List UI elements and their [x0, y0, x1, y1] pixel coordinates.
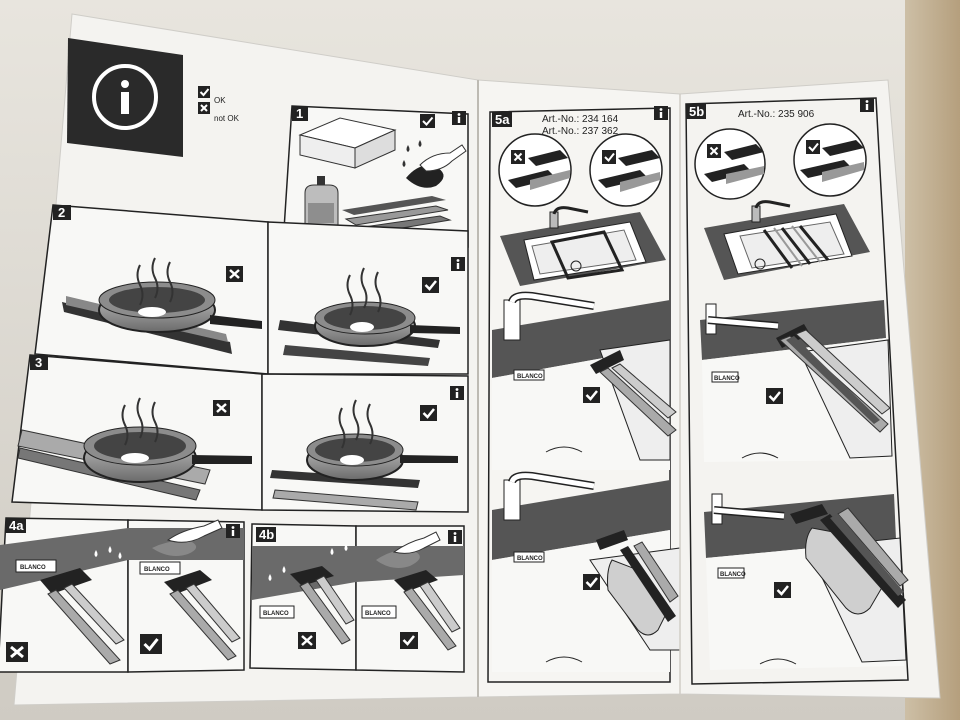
panel-step-3: 3 — [11, 354, 469, 513]
check-icon — [806, 140, 820, 154]
brand-badge: BLANCO — [717, 567, 746, 579]
compatibility-circle-wrong — [694, 128, 766, 200]
legend: OK not OK — [198, 86, 240, 123]
check-icon — [602, 150, 616, 164]
hand-wiping-illustration — [376, 531, 441, 568]
brand-badge: BLANCO — [711, 371, 740, 383]
rail-mount-view-4: BLANCO — [704, 493, 909, 670]
compatibility-circle-correct — [589, 133, 663, 207]
water-drops-illustration — [94, 546, 122, 559]
hot-pan-on-rails-wrong-illustration — [62, 257, 262, 354]
legend-ok: OK — [214, 96, 226, 105]
check-icon — [198, 86, 210, 98]
info-icon — [226, 524, 240, 538]
rail-holder-illustration — [290, 566, 355, 645]
cross-icon — [213, 400, 230, 416]
svg-text:BLANCO: BLANCO — [20, 565, 46, 571]
brand-badge: BLANCO — [259, 605, 295, 619]
rail-mount-view-2: BLANCO — [492, 471, 681, 672]
check-icon — [420, 114, 435, 128]
svg-text:BLANCO: BLANCO — [720, 572, 746, 578]
panel-step-4b: 4b BLANCO — [249, 523, 465, 673]
info-icon — [450, 386, 464, 400]
info-icon — [121, 80, 129, 114]
check-icon — [422, 277, 439, 293]
left-page: OK not OK 1 — [0, 13, 479, 706]
brand-badge: BLANCO — [139, 561, 181, 575]
middle-page: 5a Art.-No.: 234 164 Art.-No.: 237 362 — [477, 79, 681, 698]
info-block — [67, 38, 183, 157]
info-icon — [654, 106, 668, 120]
step-number-5b: 5b — [689, 104, 704, 119]
panel-step-4a: 4a BLANCO — [0, 517, 245, 673]
step-number-2: 2 — [58, 205, 65, 220]
check-icon — [583, 387, 600, 403]
cross-icon — [707, 144, 721, 158]
check-icon — [774, 582, 791, 598]
svg-text:BLANCO: BLANCO — [144, 567, 170, 573]
cardboard-box-illustration — [298, 117, 397, 169]
cross-icon — [198, 102, 210, 114]
rail-holder-illustration — [164, 570, 241, 661]
svg-text:BLANCO: BLANCO — [517, 374, 543, 380]
check-icon — [140, 634, 162, 654]
rail-holder-illustration — [40, 568, 125, 665]
panel-step-2: 2 — [34, 204, 469, 375]
pan-on-long-rails-wrong-illustration — [17, 397, 252, 501]
brand-badge: BLANCO — [513, 551, 545, 563]
info-icon — [451, 257, 465, 271]
hand-wiping-illustration — [152, 519, 223, 556]
compatibility-circle-wrong — [498, 133, 572, 207]
cross-icon — [226, 266, 243, 282]
hot-pan-on-trivet-correct-illustration — [278, 267, 460, 366]
cross-icon — [298, 632, 316, 649]
brand-badge: BLANCO — [15, 559, 57, 573]
step-number-4a: 4a — [9, 518, 24, 533]
water-drops-illustration — [402, 140, 422, 167]
step-number-4b: 4b — [259, 527, 274, 542]
sink-overview-illustration — [704, 200, 870, 280]
svg-text:BLANCO: BLANCO — [263, 611, 289, 617]
cross-icon — [6, 642, 28, 662]
info-icon — [452, 111, 466, 125]
svg-text:BLANCO: BLANCO — [517, 556, 543, 562]
check-icon — [583, 574, 600, 590]
info-icon — [448, 530, 462, 544]
step-number-3: 3 — [35, 355, 42, 370]
brand-badge: BLANCO — [513, 369, 545, 381]
svg-text:BLANCO: BLANCO — [365, 611, 391, 617]
rail-holder-illustration — [394, 570, 461, 651]
article-number-5b-1: Art.-No.: 235 906 — [738, 109, 815, 120]
info-icon — [860, 98, 874, 112]
sink-overview-illustration — [500, 206, 666, 286]
article-number-5a-2: Art.-No.: 237 362 — [542, 126, 619, 137]
svg-text:BLANCO: BLANCO — [714, 376, 740, 382]
water-drops-illustration — [268, 544, 348, 581]
check-icon — [420, 405, 437, 421]
cross-icon — [511, 150, 525, 164]
step-number-1: 1 — [296, 106, 303, 121]
step-number-5a: 5a — [495, 112, 510, 127]
check-icon — [400, 632, 418, 649]
check-icon — [766, 388, 783, 404]
compatibility-circle-correct — [793, 123, 867, 197]
legend-not-ok: not OK — [214, 114, 240, 123]
brand-badge: BLANCO — [361, 605, 397, 619]
pan-on-short-rails-correct-illustration — [270, 399, 458, 511]
right-page: 5b Art.-No.: 235 906 — [679, 79, 941, 699]
hand-with-cloth-illustration — [406, 144, 467, 188]
article-number-5a-1: Art.-No.: 234 164 — [542, 114, 619, 125]
rail-mount-view-3: BLANCO — [700, 300, 893, 462]
rail-mount-view-1: BLANCO — [492, 291, 677, 470]
